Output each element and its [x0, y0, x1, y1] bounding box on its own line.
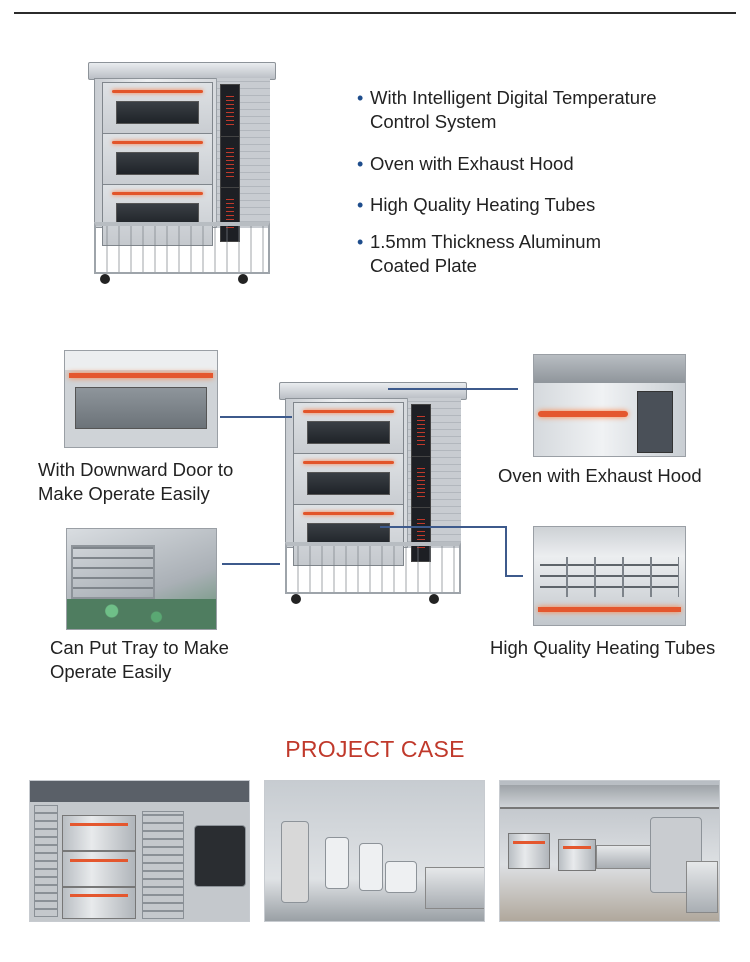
heating-tube-caption: High Quality Heating Tubes: [490, 637, 716, 658]
feature-item: 1.5mm Thickness Aluminum Coated Plate: [357, 230, 650, 278]
wheel: [238, 274, 248, 284]
connector-line: [380, 526, 507, 528]
wheel: [429, 594, 439, 604]
hero-oven-image: [88, 62, 276, 284]
tray-caption: Can Put Tray to Make Operate Easily: [50, 637, 229, 682]
tray-detail-photo: [66, 528, 217, 630]
project-case-photo: [264, 780, 485, 922]
control-panel: [410, 404, 432, 460]
feature-item: High Quality Heating Tubes: [357, 193, 737, 217]
project-case-photo: [499, 780, 720, 922]
top-divider: [14, 12, 736, 14]
hood-detail-photo: [533, 354, 686, 457]
control-panel: [219, 136, 241, 192]
heating-tube-detail-photo: [533, 526, 686, 626]
door-detail-photo: [64, 350, 218, 448]
control-panel: [410, 456, 432, 512]
feature-list: With Intelligent Digital Temperature Con…: [357, 86, 737, 278]
project-case-title: PROJECT CASE: [285, 736, 465, 762]
feature-item: Oven with Exhaust Hood: [357, 152, 737, 176]
connector-line: [505, 575, 523, 577]
connector-line: [505, 526, 507, 577]
feature-item: With Intelligent Digital Temperature Con…: [357, 86, 710, 134]
wheel: [100, 274, 110, 284]
control-panel: [219, 84, 241, 140]
oven-deck: [293, 504, 405, 566]
oven-deck: [102, 184, 214, 246]
project-case-photo: [29, 780, 250, 922]
control-panel: [219, 187, 241, 243]
control-panel: [410, 507, 432, 563]
connector-line: [220, 416, 292, 418]
connector-line: [388, 388, 518, 390]
connector-line: [222, 563, 280, 565]
hood-caption: Oven with Exhaust Hood: [498, 465, 702, 486]
wheel: [291, 594, 301, 604]
oven-stand: [94, 222, 270, 274]
oven-stand: [285, 542, 461, 594]
center-oven-image: [279, 382, 467, 604]
door-caption: With Downward Door to Make Operate Easil…: [38, 459, 234, 504]
